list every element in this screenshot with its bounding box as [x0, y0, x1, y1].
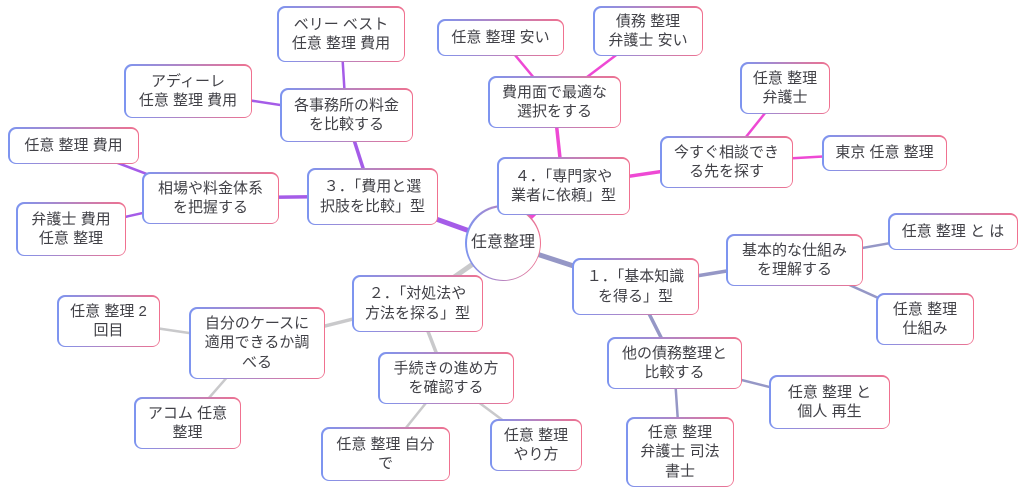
node-keyword-niniseiri-jibunde[interactable]: 任意 整理 自分 で: [321, 427, 450, 481]
node-keyword-niniseiri-yasui[interactable]: 任意 整理 安い: [437, 19, 564, 56]
node-subtopic-grasp-market-rates[interactable]: 相場や料金体系 を把握する: [142, 172, 279, 224]
node-keyword-niniseiri-towa[interactable]: 任意 整理 と は: [888, 213, 1018, 250]
node-keyword-acom-niniseiri[interactable]: アコム 任意 整理: [134, 397, 241, 449]
node-keyword-adire-hiyou[interactable]: アディーレ 任意 整理 費用: [124, 64, 252, 118]
node-keyword-niniseiri-2kaime[interactable]: 任意 整理 2 回目: [57, 295, 160, 347]
node-label: 任意 整理 と 個人 再生: [770, 376, 889, 428]
node-label: 任意 整理 やり方: [491, 420, 581, 470]
node-keyword-niniseiri-hiyou[interactable]: 任意 整理 費用: [8, 127, 139, 164]
node-label: 東京 任意 整理: [823, 136, 946, 170]
node-keyword-saimuseiri-bengoshi-yasui[interactable]: 債務 整理 弁護士 安い: [593, 6, 703, 56]
node-subtopic-find-consultation[interactable]: 今すぐ相談でき る先を探す: [660, 136, 793, 188]
node-subtopic-check-own-case[interactable]: 自分のケースに 適用できるか調 べる: [189, 307, 325, 379]
node-label: １．「基本知識 を得る」型: [573, 259, 698, 314]
node-subtopic-best-cost-choice[interactable]: 費用面で最適な 選択をする: [488, 76, 621, 128]
node-keyword-kojin-saisei[interactable]: 任意 整理 と 個人 再生: [769, 375, 890, 429]
node-label: 債務 整理 弁護士 安い: [594, 7, 702, 55]
node-label: アコム 任意 整理: [135, 398, 240, 448]
node-label: 基本的な仕組み を理解する: [727, 235, 862, 285]
node-branch-hire-professionals[interactable]: ４．「専門家や 業者に依頼」型: [497, 157, 630, 215]
node-keyword-verybest-hiyou[interactable]: ベリー ベスト 任意 整理 費用: [277, 6, 405, 62]
node-branch-basic-knowledge[interactable]: １．「基本知識 を得る」型: [572, 258, 699, 315]
node-subtopic-compare-firm-fees[interactable]: 各事務所の料金 を比較する: [280, 88, 413, 142]
node-label: 任意 整理 と は: [889, 214, 1017, 249]
node-label: 任意 整理 仕組み: [877, 294, 973, 344]
node-label: ３．「費用と選 択肢を比較」型: [308, 169, 437, 224]
node-subtopic-understand-mechanism[interactable]: 基本的な仕組み を理解する: [726, 234, 863, 286]
node-keyword-niniseiri-yarikata[interactable]: 任意 整理 やり方: [490, 419, 582, 471]
central-topic-label: 任意整理: [466, 206, 540, 280]
node-keyword-tokyo-niniseiri[interactable]: 東京 任意 整理: [822, 135, 947, 171]
node-keyword-niniseiri-shikumi[interactable]: 任意 整理 仕組み: [876, 293, 974, 345]
node-branch-explore-methods[interactable]: ２．「対処法や 方法を探る」型: [352, 275, 483, 332]
node-label: 任意 整理 安い: [438, 20, 563, 55]
node-subtopic-compare-other-debt-relief[interactable]: 他の債務整理と 比較する: [607, 337, 742, 389]
node-branch-compare-costs[interactable]: ３．「費用と選 択肢を比較」型: [307, 168, 438, 225]
node-label: 任意 整理 自分 で: [322, 428, 449, 480]
node-label: 任意 整理 弁護士 司法 書士: [627, 418, 733, 486]
node-label: 任意 整理 費用: [9, 128, 138, 163]
node-central-topic[interactable]: 任意整理: [465, 205, 541, 281]
node-label: 今すぐ相談でき る先を探す: [661, 137, 792, 187]
node-label: アディーレ 任意 整理 費用: [125, 65, 251, 117]
node-label: 費用面で最適な 選択をする: [489, 77, 620, 127]
node-label: 他の債務整理と 比較する: [608, 338, 741, 388]
node-keyword-bengoshi-hiyou[interactable]: 弁護士 費用 任意 整理: [16, 202, 126, 256]
node-keyword-niniseiri-bengoshi[interactable]: 任意 整理 弁護士: [740, 62, 830, 114]
node-label: ４．「専門家や 業者に依頼」型: [498, 158, 629, 214]
node-label: 各事務所の料金 を比較する: [281, 89, 412, 141]
node-label: 任意 整理 弁護士: [741, 63, 829, 113]
node-label: 任意 整理 2 回目: [58, 296, 159, 346]
node-label: 相場や料金体系 を把握する: [143, 173, 278, 223]
node-label: 自分のケースに 適用できるか調 べる: [190, 308, 324, 378]
node-label: ベリー ベスト 任意 整理 費用: [278, 7, 404, 61]
node-label: 弁護士 費用 任意 整理: [17, 203, 125, 255]
node-keyword-bengoshi-shihoshoshi[interactable]: 任意 整理 弁護士 司法 書士: [626, 417, 734, 487]
node-label: 手続きの進め方 を確認する: [379, 353, 513, 403]
node-subtopic-check-procedure[interactable]: 手続きの進め方 を確認する: [378, 352, 514, 404]
node-label: ２．「対処法や 方法を探る」型: [353, 276, 482, 331]
